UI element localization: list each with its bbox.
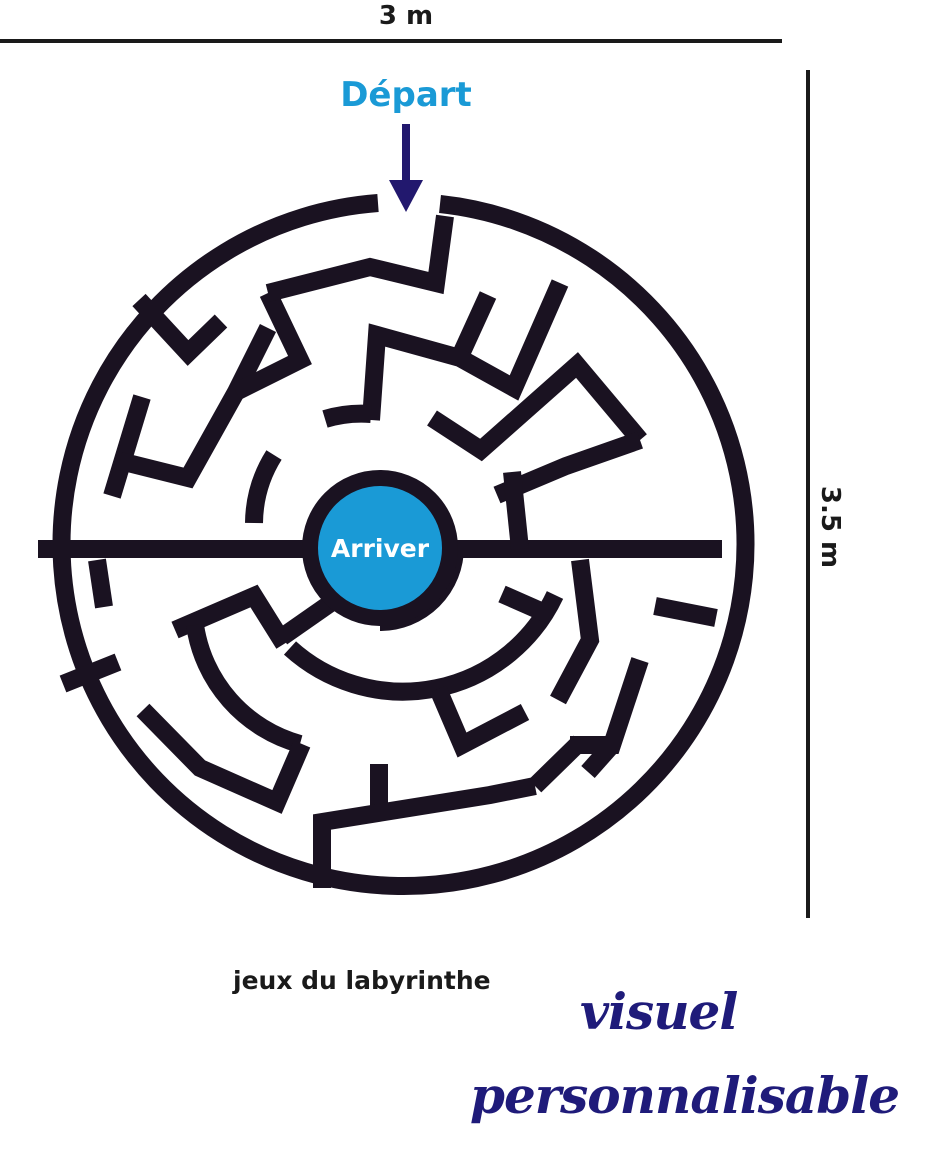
width-dimension-label: 3 m (379, 1, 433, 31)
maze-wall (231, 289, 312, 401)
width-dimension: 3 m (0, 1, 782, 43)
height-dimension-label: 3.5 m (815, 486, 845, 568)
start-label: Départ (340, 75, 472, 115)
maze-wall (453, 291, 497, 356)
maze-wall (136, 703, 311, 814)
maze-walls (38, 194, 755, 896)
maze-wall (117, 323, 277, 489)
maze-wall (103, 394, 151, 499)
maze-wall (313, 777, 537, 888)
maze-wall (276, 592, 341, 645)
promo-line-2: personnalisable (470, 1066, 900, 1125)
start-arrow-icon (389, 124, 423, 212)
promo-line-1: visuel (580, 982, 738, 1041)
maze-goal: Arriver (302, 470, 458, 626)
maze-wall (283, 591, 564, 701)
maze-wall (59, 653, 122, 693)
maze-wall (427, 352, 647, 462)
maze-wall (429, 685, 530, 758)
caption-text: jeux du labyrinthe (233, 966, 491, 995)
maze-wall (186, 623, 303, 753)
maze-wall (653, 597, 718, 627)
maze-wall (362, 279, 569, 421)
maze-wall (132, 293, 228, 366)
end-label: Arriver (331, 534, 430, 563)
maze-outer-wall (52, 194, 755, 896)
maze-wall (581, 739, 619, 778)
maze-wall (498, 585, 556, 625)
maze-wall (88, 558, 113, 609)
maze-wall (322, 404, 372, 428)
maze-wall (503, 471, 529, 550)
maze-wall (550, 558, 600, 705)
height-dimension: 3.5 m (806, 70, 845, 918)
maze-wall (171, 584, 292, 649)
maze-wall (265, 214, 454, 302)
maze-wall (245, 450, 282, 524)
